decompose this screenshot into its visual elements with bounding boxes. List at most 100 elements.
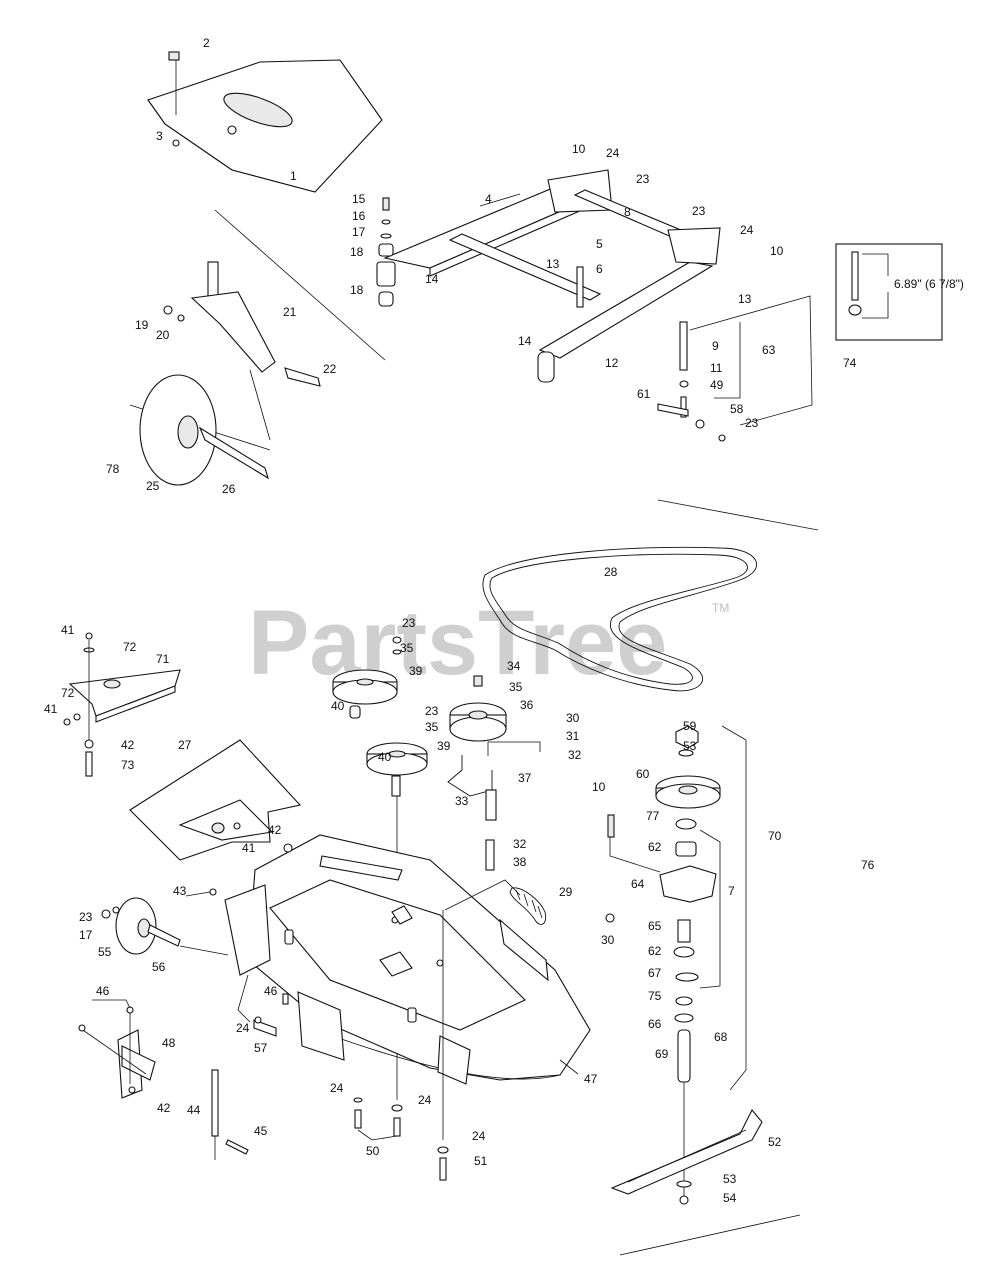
- part-callout-31: 31: [566, 729, 580, 743]
- part-callout-9: 9: [712, 339, 719, 353]
- part-callout-18: 18: [350, 283, 364, 297]
- part-callout-33: 33: [455, 794, 469, 808]
- part-callout-73: 73: [121, 758, 135, 772]
- part-callout-1: 1: [290, 169, 297, 183]
- height-adjust-pin-assembly: [657, 295, 813, 442]
- part-callout-64: 64: [631, 877, 645, 891]
- part-callout-17: 17: [79, 928, 93, 942]
- part-callout-54: 54: [723, 1191, 737, 1205]
- part-callout-10: 10: [592, 780, 606, 794]
- part-callout-57: 57: [254, 1041, 268, 1055]
- anti-scalp-wheel: [101, 897, 229, 956]
- part-callout-30: 30: [566, 711, 580, 725]
- pin-dimension-label: 6.89" (6 7/8"): [894, 277, 964, 291]
- mower-frame: [383, 169, 721, 383]
- part-callout-77: 77: [646, 809, 660, 823]
- part-callout-43: 43: [173, 884, 187, 898]
- part-callout-58: 58: [730, 402, 744, 416]
- idler-pulley-left: [332, 636, 402, 719]
- part-callout-62: 62: [648, 944, 662, 958]
- deck-shroud: [147, 51, 383, 193]
- part-callout-51: 51: [474, 1154, 488, 1168]
- part-callout-53: 53: [723, 1172, 737, 1186]
- part-callout-44: 44: [187, 1103, 201, 1117]
- part-callout-10: 10: [572, 142, 586, 156]
- height-adjust-rod: [211, 1069, 249, 1160]
- belt-guard: [129, 739, 302, 861]
- part-callout-63: 63: [762, 343, 776, 357]
- part-callout-25: 25: [146, 479, 160, 493]
- part-callout-19: 19: [135, 318, 149, 332]
- part-callout-35: 35: [425, 720, 439, 734]
- mower-blade: [610, 1109, 801, 1256]
- part-callout-24: 24: [330, 1081, 344, 1095]
- part-callout-3: 3: [156, 129, 163, 143]
- part-callout-27: 27: [178, 738, 192, 752]
- part-callout-35: 35: [509, 680, 523, 694]
- deck-hanger-bracket: [63, 632, 181, 777]
- part-callout-20: 20: [156, 328, 170, 342]
- part-callout-29: 29: [559, 885, 573, 899]
- part-callout-46: 46: [264, 984, 278, 998]
- caster-spindle-stack: [376, 197, 396, 307]
- part-callout-41: 41: [44, 702, 58, 716]
- part-callout-70: 70: [768, 829, 782, 843]
- part-callout-6: 6: [596, 262, 603, 276]
- pin-detail-inset: 6.89" (6 7/8"): [835, 243, 964, 341]
- part-callout-53: 53: [683, 739, 697, 753]
- part-callout-32: 32: [568, 748, 582, 762]
- part-callout-42: 42: [157, 1101, 171, 1115]
- watermark-trademark: TM: [712, 601, 729, 615]
- part-callout-24: 24: [236, 1021, 250, 1035]
- part-callout-24: 24: [472, 1129, 486, 1143]
- deck-gauge-bracket: [78, 999, 156, 1099]
- part-callout-34: 34: [507, 659, 521, 673]
- part-callout-11: 11: [710, 361, 723, 375]
- part-callout-45: 45: [254, 1124, 268, 1138]
- part-callout-48: 48: [162, 1036, 176, 1050]
- part-callout-67: 67: [648, 966, 662, 980]
- part-callout-42: 42: [121, 738, 135, 752]
- part-callout-14: 14: [518, 334, 532, 348]
- part-callout-78: 78: [106, 462, 120, 476]
- part-callout-52: 52: [768, 1135, 782, 1149]
- part-callout-24: 24: [740, 223, 754, 237]
- part-callout-61: 61: [637, 387, 651, 401]
- part-callout-37: 37: [518, 771, 532, 785]
- part-callout-71: 71: [156, 652, 170, 666]
- part-callout-69: 69: [655, 1047, 669, 1061]
- part-callout-55: 55: [98, 945, 112, 959]
- part-callout-47: 47: [584, 1072, 598, 1086]
- part-callout-24: 24: [606, 146, 620, 160]
- part-callout-49: 49: [710, 378, 724, 392]
- part-callout-7: 7: [728, 884, 735, 898]
- part-callout-18: 18: [350, 245, 364, 259]
- part-callout-23: 23: [425, 704, 439, 718]
- part-callout-28: 28: [604, 565, 618, 579]
- part-callout-39: 39: [409, 664, 423, 678]
- blade-spindle-assembly: [605, 725, 747, 1200]
- idler-pulley-center: [366, 742, 428, 1100]
- part-callout-50: 50: [366, 1144, 380, 1158]
- part-callout-10: 10: [770, 244, 784, 258]
- part-callout-39: 39: [437, 739, 451, 753]
- tension-pulley: [447, 675, 541, 871]
- part-callout-15: 15: [352, 192, 366, 206]
- part-callout-62: 62: [648, 840, 662, 854]
- part-callout-60: 60: [636, 767, 650, 781]
- part-callout-14: 14: [425, 272, 439, 286]
- part-callout-36: 36: [520, 698, 534, 712]
- part-callout-22: 22: [323, 362, 337, 376]
- part-callout-76: 76: [861, 858, 875, 872]
- part-callout-21: 21: [283, 305, 297, 319]
- part-callout-68: 68: [714, 1030, 728, 1044]
- part-callout-30: 30: [601, 933, 615, 947]
- part-callout-40: 40: [331, 699, 345, 713]
- tension-spring: [509, 887, 547, 925]
- part-callout-13: 13: [738, 292, 752, 306]
- part-callout-5: 5: [596, 237, 603, 251]
- caster-wheel-assembly: [129, 209, 386, 486]
- part-callout-8: 8: [624, 205, 631, 219]
